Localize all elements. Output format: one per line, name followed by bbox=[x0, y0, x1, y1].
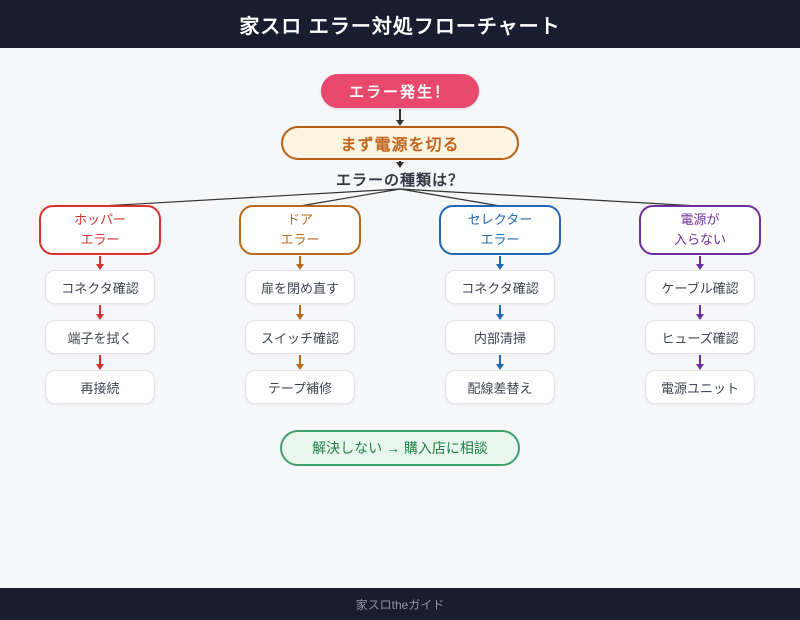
footer-bar: 家スロtheガイド bbox=[0, 588, 800, 620]
down-arrow-icon bbox=[0, 354, 200, 370]
power-off-node: まず電源を切る bbox=[281, 126, 519, 160]
branch-node-no-power: 電源が 入らない bbox=[639, 205, 761, 255]
header-bar: 家スロ エラー対処フローチャート bbox=[0, 0, 800, 48]
step-label: 電源ユニット bbox=[660, 380, 739, 396]
fallback-node: 解決しない → 購入店に相談 bbox=[280, 430, 520, 466]
step-label: 再接続 bbox=[80, 380, 120, 396]
step-label: スイッチ確認 bbox=[260, 330, 339, 346]
step-node: 再接続 bbox=[45, 370, 155, 404]
branch-node-selector-error: セレクター エラー bbox=[439, 205, 561, 255]
branch-label: セレクター エラー bbox=[467, 211, 533, 247]
step-label: 端子を拭く bbox=[67, 330, 133, 346]
step-label: 扉を閉め直す bbox=[260, 280, 339, 296]
step-node: 電源ユニット bbox=[645, 370, 755, 404]
branch-column-door-error: ドア エラー 扉を閉め直す スイッチ確認 テープ補修 bbox=[200, 205, 400, 404]
down-arrow-icon bbox=[600, 304, 800, 320]
down-arrow-icon bbox=[0, 255, 200, 270]
fallback-label: 解決しない → 購入店に相談 bbox=[312, 440, 488, 456]
down-arrow-icon bbox=[400, 255, 600, 270]
step-label: コネクタ確認 bbox=[61, 280, 139, 296]
down-arrow-icon bbox=[200, 255, 400, 270]
start-node-label: エラー発生！ bbox=[348, 83, 451, 101]
step-node: 配線差替え bbox=[445, 370, 555, 404]
branch-column-no-power: 電源が 入らない ケーブル確認 ヒューズ確認 電源ユニット bbox=[600, 205, 800, 404]
step-label: テープ補修 bbox=[267, 380, 333, 396]
flow-area: エラー発生！ まず電源を切る エラーの種類は？ ホッパー エラー コネクタ確認 bbox=[0, 48, 800, 588]
down-arrow-icon bbox=[0, 304, 200, 320]
page-title: 家スロ エラー対処フローチャート bbox=[239, 15, 561, 38]
step-node: 端子を拭く bbox=[45, 320, 155, 354]
step-node: コネクタ確認 bbox=[445, 270, 555, 304]
down-arrow-icon bbox=[400, 304, 600, 320]
step-label: 内部清掃 bbox=[473, 330, 526, 346]
branch-node-door-error: ドア エラー bbox=[239, 205, 361, 255]
step-node: 内部清掃 bbox=[445, 320, 555, 354]
step-label: 配線差替え bbox=[467, 380, 533, 396]
down-arrow-icon bbox=[395, 108, 405, 126]
down-arrow-icon bbox=[600, 255, 800, 270]
step-node: 扉を閉め直す bbox=[245, 270, 355, 304]
step-node: ヒューズ確認 bbox=[645, 320, 755, 354]
step-label: ヒューズ確認 bbox=[661, 330, 739, 346]
branch-column-selector-error: セレクター エラー コネクタ確認 内部清掃 配線差替え bbox=[400, 205, 600, 404]
branch-label: 電源が 入らない bbox=[673, 211, 726, 247]
branch-label: ホッパー エラー bbox=[73, 211, 126, 247]
down-arrow-icon bbox=[200, 304, 400, 320]
branch-columns: ホッパー エラー コネクタ確認 端子を拭く 再接続 ドア エラー bbox=[0, 205, 800, 404]
branch-column-hopper-error: ホッパー エラー コネクタ確認 端子を拭く 再接続 bbox=[0, 205, 200, 404]
footer-text: 家スロtheガイド bbox=[355, 597, 445, 612]
branch-node-hopper-error: ホッパー エラー bbox=[39, 205, 161, 255]
branch-label: ドア エラー bbox=[280, 211, 320, 247]
down-arrow-icon bbox=[600, 354, 800, 370]
power-off-label: まず電源を切る bbox=[340, 137, 460, 154]
step-node: スイッチ確認 bbox=[245, 320, 355, 354]
question-label: エラーの種類は？ bbox=[335, 171, 464, 189]
down-arrow-icon bbox=[200, 354, 400, 370]
step-node: ケーブル確認 bbox=[645, 270, 755, 304]
step-node: コネクタ確認 bbox=[45, 270, 155, 304]
step-label: ケーブル確認 bbox=[661, 280, 739, 296]
down-arrow-icon bbox=[395, 160, 405, 168]
step-node: テープ補修 bbox=[245, 370, 355, 404]
step-label: コネクタ確認 bbox=[461, 280, 539, 296]
start-node: エラー発生！ bbox=[321, 74, 479, 108]
question-node: エラーの種類は？ bbox=[336, 169, 464, 189]
down-arrow-icon bbox=[400, 354, 600, 370]
